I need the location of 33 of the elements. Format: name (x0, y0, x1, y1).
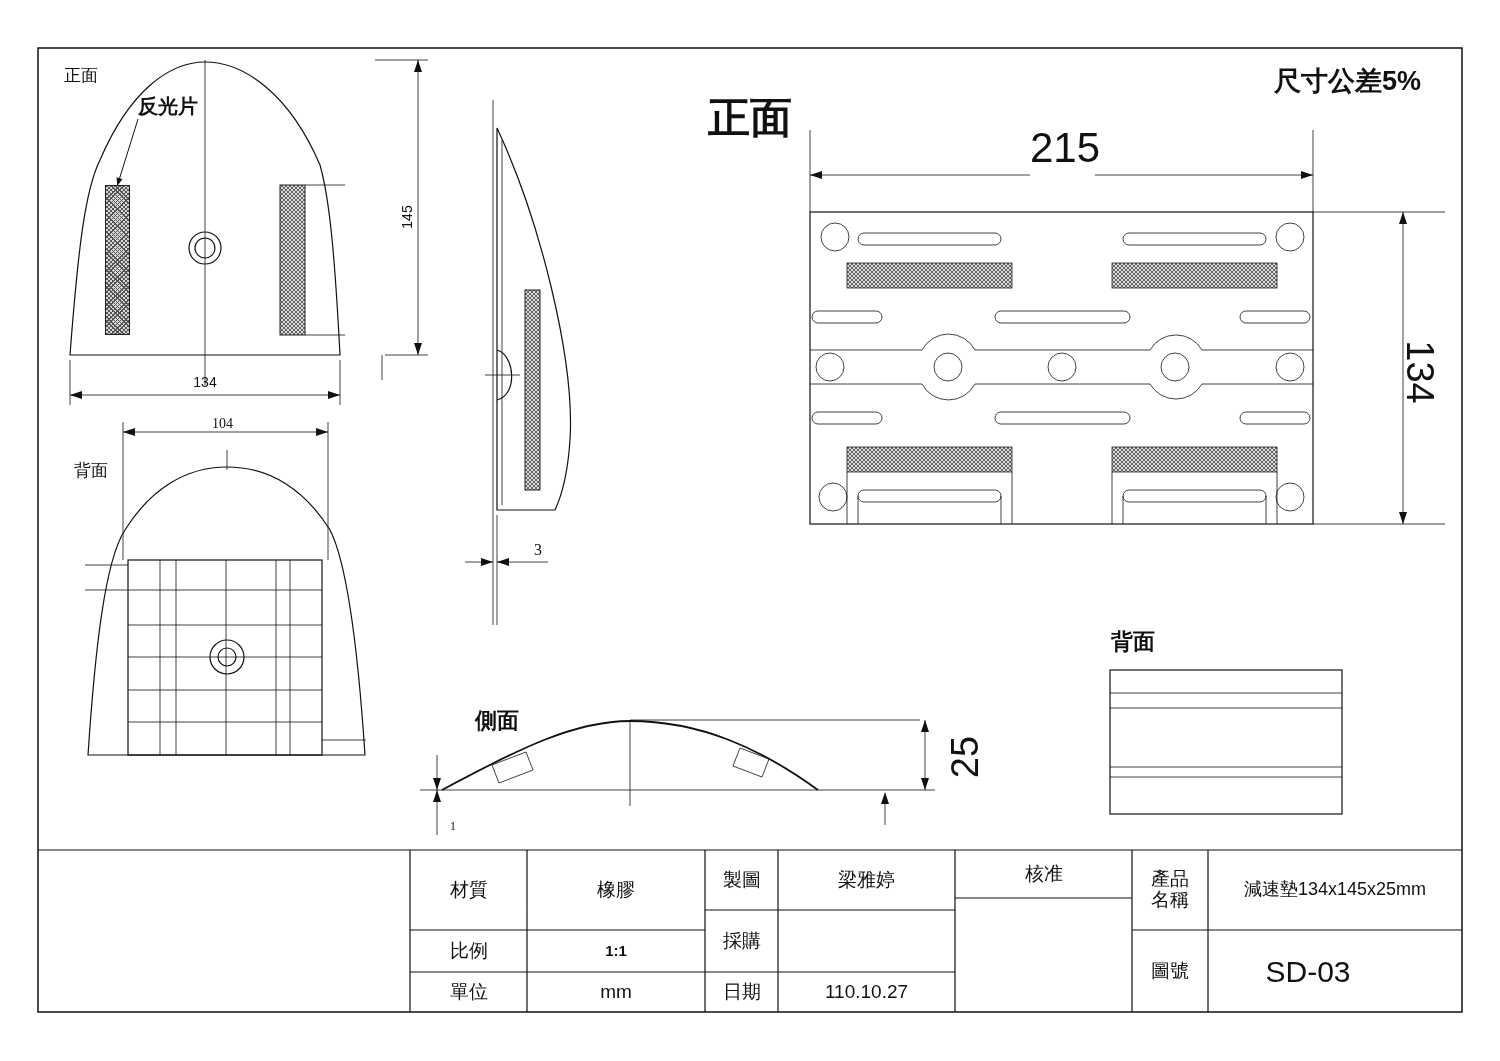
leader-line (116, 118, 139, 186)
table-cell-text: mm (599, 979, 633, 1004)
table-cell-text: 核准 (1023, 861, 1064, 886)
table-cell-text: 減速墊134x145x25mm (1242, 878, 1428, 902)
table-cell-text: 比例 (448, 938, 489, 963)
tolerance-note: 尺寸公差5% (1273, 65, 1422, 99)
table-cell-text: 單位 (448, 979, 489, 1004)
reflector-strip (105, 185, 130, 335)
table-cell-text: 梁雅婷 (837, 867, 896, 892)
table-cell-text: 橡膠 (596, 877, 636, 902)
dimension-value: 3 (533, 540, 543, 560)
view-title: 正面 (707, 92, 793, 143)
callout-label: 反光片 (130, 93, 206, 119)
view-title: 背面 (73, 459, 109, 482)
table-cell-text: SD-03 (1264, 953, 1352, 990)
view-title: 正面 (63, 64, 99, 87)
dimension-value: 134 (1397, 339, 1441, 406)
dimension-value: 134 (192, 374, 218, 392)
view-title: 側面 (473, 706, 520, 735)
dimension-value: 215 (1028, 124, 1102, 172)
dimension-value: 145 (398, 204, 417, 231)
table-cell-text: 材質 (448, 877, 489, 902)
table-cell-text: 日期 (721, 979, 762, 1004)
dimension-value: 1 (449, 818, 457, 836)
dimension-value: 104 (211, 415, 234, 433)
table-cell-text: 採購 (721, 928, 762, 953)
dimension-value: 25 (944, 734, 988, 781)
table-cell-text: 1:1 (604, 940, 628, 961)
table-cell-text: 產品名稱 (1150, 867, 1190, 912)
table-cell-text: 110.10.27 (823, 979, 910, 1004)
table-cell-text: 製圖 (721, 867, 762, 892)
view-title: 背面 (1110, 628, 1156, 656)
table-cell-text: 圖號 (1150, 958, 1190, 983)
